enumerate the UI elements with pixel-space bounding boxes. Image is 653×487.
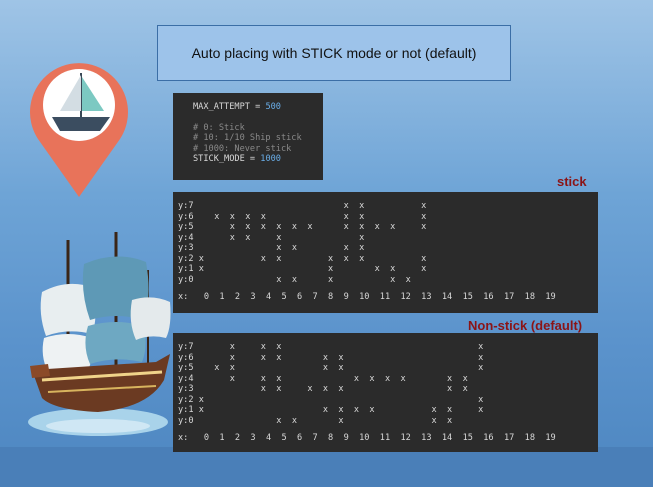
grid-row: y:6 x x x x x x — [178, 352, 484, 363]
grid-row: y:0 x x x x x — [178, 415, 453, 426]
code-snippet: MAX_ATTEMPT = 500 # 0: Stick# 10: 1/10 Sh… — [173, 93, 323, 180]
code-var-name: MAX_ATTEMPT — [193, 102, 250, 112]
code-comment: # 1000: Never stick — [193, 143, 292, 154]
grid-row: y:7 x x x x — [178, 342, 484, 352]
nonstick-label: Non-stick (default) — [468, 318, 583, 333]
bottom-band — [0, 447, 653, 487]
grid-row: y:1 x x x x x x x x — [178, 405, 484, 415]
x-axis-row: x: 0 1 2 3 4 5 6 7 8 9 10 11 12 13 14 15… — [178, 292, 556, 302]
grid-row: y:0 x x x x x — [178, 274, 411, 285]
grid-row: y:3 x x x x x x x — [178, 384, 468, 394]
grid-row: y:7 x x x — [178, 201, 427, 211]
grid-row: y:4 x x x x — [178, 232, 365, 243]
grid-row: y:2 x x — [178, 394, 484, 405]
x-axis-row: x: 0 1 2 3 4 5 6 7 8 9 10 11 12 13 14 15… — [178, 433, 556, 443]
grid-row: y:3 x x x x — [178, 243, 365, 253]
grid-row: y:5 x x x x x — [178, 363, 484, 373]
grid-row: y:2 x x x x x x x — [178, 253, 427, 264]
grid-row: y:6 x x x x x x x — [178, 211, 427, 222]
galleon-ship-icon — [28, 232, 171, 436]
code-line-stick-mode: STICK_MODE = 1000 — [193, 154, 323, 165]
slide-title-box[interactable]: Auto placing with STICK mode or not (def… — [157, 25, 511, 81]
grid-row: y:4 x x x x x x x x x — [178, 373, 468, 384]
code-line-max-attempt: MAX_ATTEMPT = 500 — [193, 102, 323, 113]
sailboat-location-pin-icon — [29, 63, 128, 198]
slide-title: Auto placing with STICK mode or not (def… — [191, 45, 477, 61]
code-value: 500 — [265, 102, 281, 112]
code-comment: # 0: Stick — [193, 122, 245, 133]
code-operator: = — [249, 102, 266, 112]
code-var-name: STICK_MODE — [193, 154, 245, 164]
code-value: 1000 — [260, 154, 281, 164]
stick-label: stick — [557, 174, 587, 189]
code-operator: = — [244, 154, 261, 164]
code-comment: # 10: 1/10 Ship stick — [193, 133, 302, 143]
grid-row: y:5 x x x x x x x x x x x — [178, 222, 427, 232]
grid-row: y:1 x x x x x — [178, 264, 427, 274]
